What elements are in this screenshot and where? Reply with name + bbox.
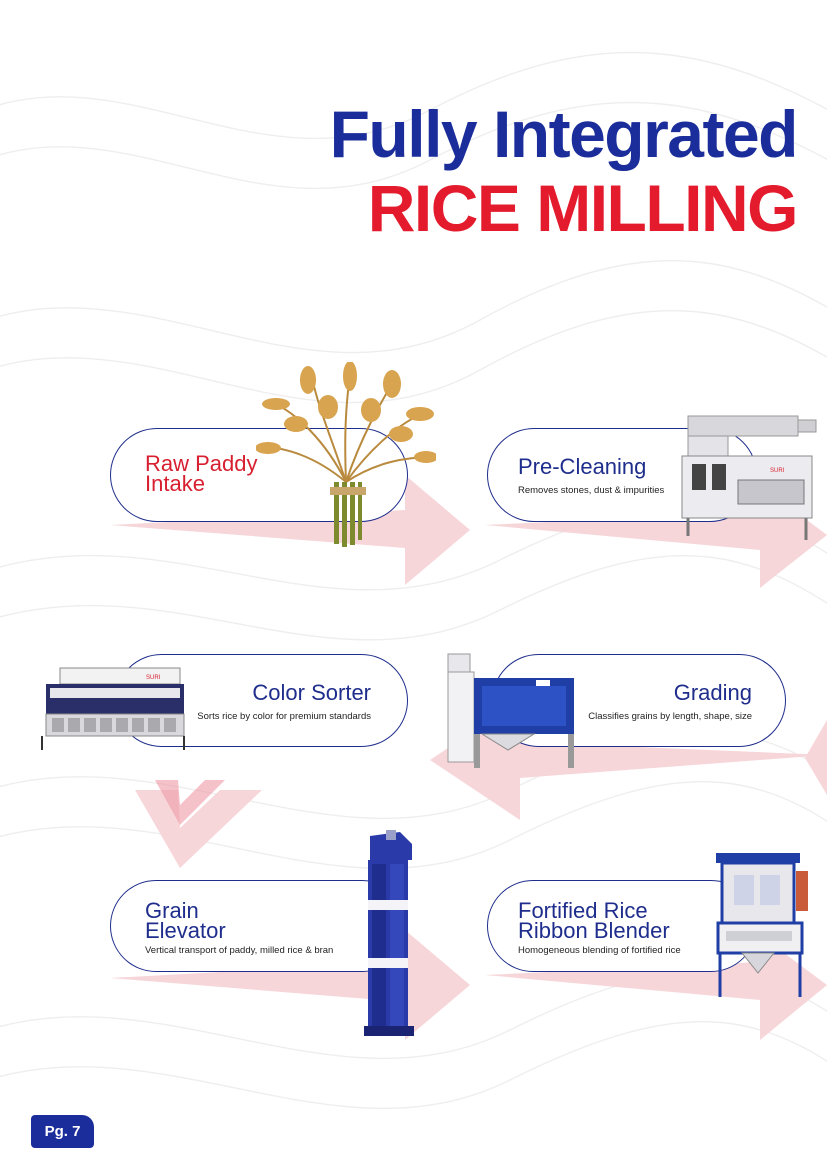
page-title-line-2: RICE MILLING [367,171,799,245]
step-card-grain-elevator: Grain Elevator Vertical transport of pad… [110,880,408,972]
svg-text:SURI: SURI [770,468,785,474]
step-title: Raw Paddy Intake [145,451,258,496]
arrow-row2-right-edge [805,720,827,795]
step-description: Vertical transport of paddy, milled rice… [145,945,334,956]
step-description: Homogeneous blending of fortified rice [518,945,681,956]
grain-elevator-machine-image [364,830,414,1036]
step-title: Grain Elevator [145,898,226,943]
step-title: Color Sorter [252,680,371,705]
color-sorter-machine-image: SURI [41,667,185,750]
step-description: Removes stones, dust & impurities [518,485,665,496]
arrow-row2-left [430,700,827,820]
step-card-fortified-rice-ribbon-blender: Fortified Rice Ribbon Blender Homogeneou… [487,880,757,972]
step-description: Classifies grains by length, shape, size [588,711,752,722]
arrow-row3-left [110,930,470,1040]
step-title: Pre-Cleaning [518,454,647,479]
grading-machine-image [447,653,574,768]
arrow-row3-right [485,935,827,1040]
arrow-row1-left [110,475,470,585]
page-number-badge: Pg. 7 [31,1115,94,1148]
step-description: Sorts rice by color for premium standard… [197,711,371,722]
arrow-row1-right [485,485,827,588]
ribbon-blender-machine-image [716,853,808,997]
svg-text:SURI: SURI [146,675,161,681]
page-title-line-1: Fully Integrated [329,97,799,171]
step-title: Fortified Rice Ribbon Blender [518,898,670,943]
paddy-bundle-illustration [256,362,436,547]
arrow-down-chevron [135,790,262,868]
pre-cleaner-machine-image: SURI [681,415,817,540]
step-title: Grading [673,680,752,705]
